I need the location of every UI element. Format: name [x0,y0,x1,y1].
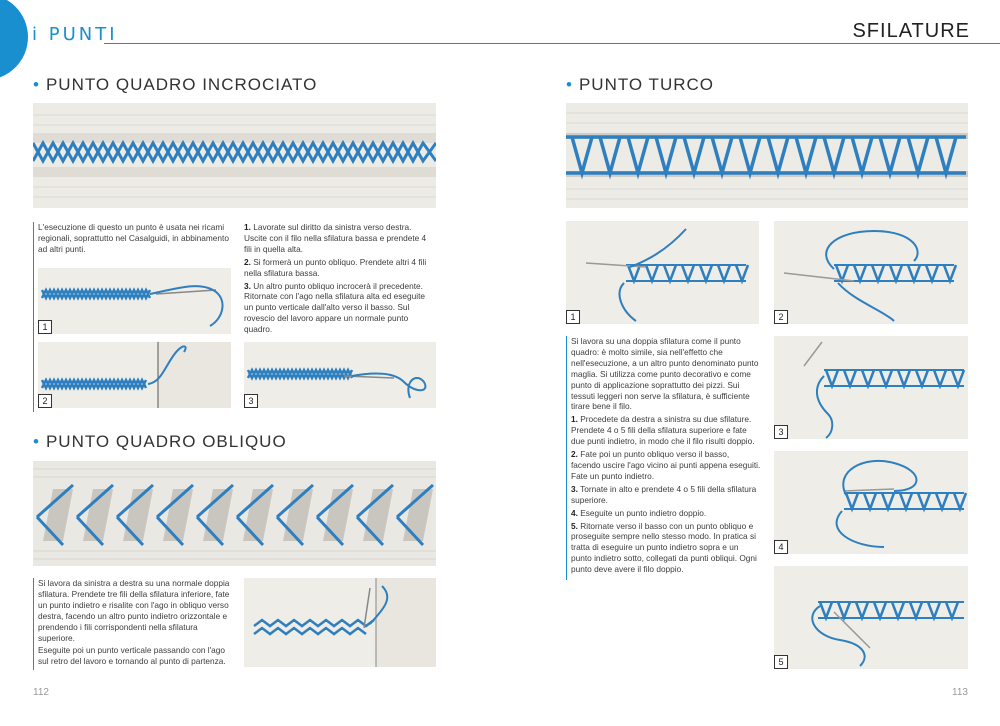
photo-number: 1 [38,320,52,334]
step-1: 1. Lavorate sul diritto da sinistra vers… [244,222,427,254]
step-2: 2. Si formerà un punto obliquo. Prendete… [244,256,427,278]
header-right-title: SFILATURE [852,20,970,42]
photo-obliquo-main [33,461,436,566]
step-5: 5. Ritornate verso il basso con un punto… [571,520,757,575]
step-3: 3. Tornate in alto e prendete 4 o 5 fili… [571,483,757,505]
intro-text-incrociato: L'esecuzione di questo un punto è usata … [38,222,229,254]
incrociato-stitch-illustration [33,103,436,208]
bullet-dot: • [33,432,40,451]
header-rule-right [472,43,1000,44]
text-rule-turco [566,336,567,580]
step-4: 4. Eseguite un punto indietro doppio. [571,507,707,518]
photo-turco-step-2: 2 [774,221,968,324]
text-obliquo: Si lavora da sinistra a destra su una no… [38,578,236,669]
step-2: 2. Fate poi un punto obliquo verso il ba… [571,449,761,481]
section-title-punto-turco: •PUNTO TURCO [566,75,714,94]
photo-number: 1 [566,310,580,324]
page-number-left: 112 [33,687,49,698]
header-left-title: i PUNTI [32,24,118,45]
page-number-right: 113 [952,687,968,698]
photo-number: 3 [244,394,258,408]
photo-turco-main [566,103,968,208]
step-1: 1. Procedete da destra a sinistra su due… [571,414,755,447]
obliquo-paragraph-2: Eseguite poi un punto verticale passando… [38,645,226,667]
photo-number: 4 [774,540,788,554]
photo-number: 5 [774,655,788,669]
photo-turco-step-3: 3 [774,336,968,439]
obliquo-paragraph-1: Si lavora da sinistra a destra su una no… [38,578,230,643]
step-3: 3. Un altro punto obliquo incrocerà il p… [244,280,426,335]
bullet-dot: • [33,75,40,94]
photo-turco-step-4: 4 [774,451,968,554]
header-rule-left [104,43,472,44]
steps-incrociato: 1. Lavorate sul diritto da sinistra vers… [244,222,436,337]
section-title-quadro-incrociato: •PUNTO QUADRO INCROCIATO [33,75,318,94]
blue-corner-tab [0,0,28,80]
photo-incrociato-step-3: 3 [244,342,436,408]
photo-number: 2 [774,310,788,324]
photo-number: 2 [38,394,52,408]
text-turco: Si lavora su una doppia sfilatura come i… [571,336,761,577]
turco-intro: Si lavora su una doppia sfilatura come i… [571,336,759,412]
photo-turco-step-1: 1 [566,221,759,324]
section-title-quadro-obliquo: •PUNTO QUADRO OBLIQUO [33,432,287,451]
text-rule-incrociato [33,222,34,412]
bullet-dot: • [566,75,573,94]
photo-incrociato-main [33,103,436,208]
photo-number: 3 [774,425,788,439]
photo-obliquo-step [244,578,436,667]
photo-incrociato-step-2: 2 [38,342,231,408]
photo-incrociato-step-1: 1 [38,268,231,334]
photo-turco-step-5: 5 [774,566,968,669]
text-rule-obliquo [33,578,34,670]
